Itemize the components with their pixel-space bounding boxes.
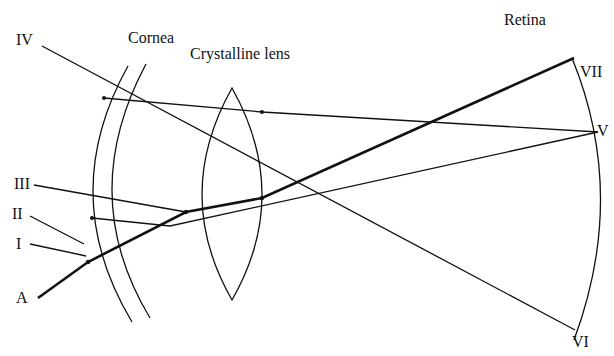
callout-number: III	[14, 176, 30, 192]
leader-i	[30, 244, 86, 256]
leader-iii	[34, 185, 186, 212]
callout-number: VII	[580, 64, 602, 80]
ray-upper	[104, 98, 598, 132]
callout-number: V	[597, 123, 609, 139]
part-name: Retina	[504, 12, 546, 28]
ray-iv	[42, 46, 575, 330]
part-name: Crystalline lens	[190, 46, 290, 62]
crystalline-lens	[202, 88, 262, 300]
callout-number: A	[16, 290, 28, 306]
leader-ii	[30, 216, 84, 244]
callout-number: I	[16, 236, 21, 252]
ray-a	[38, 58, 574, 298]
retina-arc	[572, 58, 601, 340]
callout-number: IV	[16, 32, 33, 48]
callout-number: II	[12, 206, 23, 222]
part-name: Cornea	[128, 30, 174, 46]
ray-lower	[92, 132, 598, 226]
callout-number: VI	[572, 334, 589, 350]
